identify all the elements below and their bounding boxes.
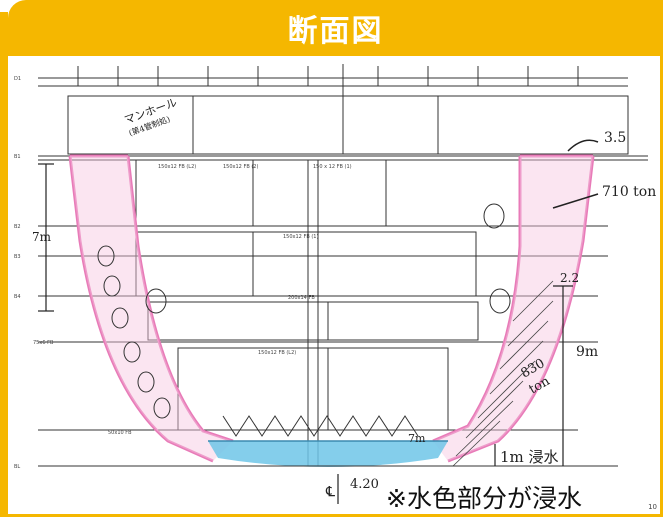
left-height-label: 7m <box>32 230 52 244</box>
deck-label: B1 <box>14 154 21 160</box>
deck-label: B3 <box>14 254 21 260</box>
deck-label: 75x6 FB <box>33 340 54 346</box>
frame-label: 150x12 FB (2) <box>223 164 258 170</box>
page-title: 断面図 <box>287 14 384 49</box>
deck-label: BL <box>14 464 20 470</box>
deck-label: B4 <box>14 294 21 300</box>
header-corner <box>0 12 8 517</box>
frame-label: 200x14 FB <box>288 295 315 301</box>
flood-depth-label: 1m 浸水 <box>500 448 559 466</box>
centerline-mark: ℄ <box>325 484 335 500</box>
deck-label: 50x10 FB <box>108 430 132 436</box>
page-number: 10 <box>648 503 657 511</box>
right-tank-area <box>433 156 593 461</box>
dimension-marks <box>38 163 573 504</box>
frame-label: 150x12 FB (L2) <box>158 164 196 170</box>
bottom-center-label: 4.20 <box>350 477 379 492</box>
left-tank-area <box>70 156 233 461</box>
lightening-holes <box>97 203 511 419</box>
right-tonnage: 710 ton <box>602 184 656 200</box>
flooded-area <box>208 441 448 467</box>
annotation-arrows <box>552 139 599 209</box>
border-right <box>660 56 663 517</box>
frame-label: 150x12 FB (L2) <box>258 350 296 356</box>
right-tank-hatching <box>452 280 554 467</box>
flood-caption: ※水色部分が浸水 <box>386 484 582 513</box>
top-right-number: 3.5 <box>604 130 626 146</box>
frame-label: 150 x 12 FB (1) <box>313 164 352 170</box>
deck-label: B2 <box>14 224 21 230</box>
lower-right-number: 2.2 <box>560 271 579 285</box>
deck-label: D1 <box>14 76 21 82</box>
height-9m: 9m <box>576 344 598 360</box>
border-bottom <box>0 514 663 517</box>
cross-section-diagram: D1 B1 B2 B3 B4 75x6 FB 50x10 FB BL 150x1… <box>14 64 656 504</box>
frame-label: 150x12 FB (1) <box>283 234 318 240</box>
header-bar: 断面図 <box>8 0 663 56</box>
hull-outline <box>68 154 595 463</box>
bottom-right-label: 7m <box>408 432 426 445</box>
